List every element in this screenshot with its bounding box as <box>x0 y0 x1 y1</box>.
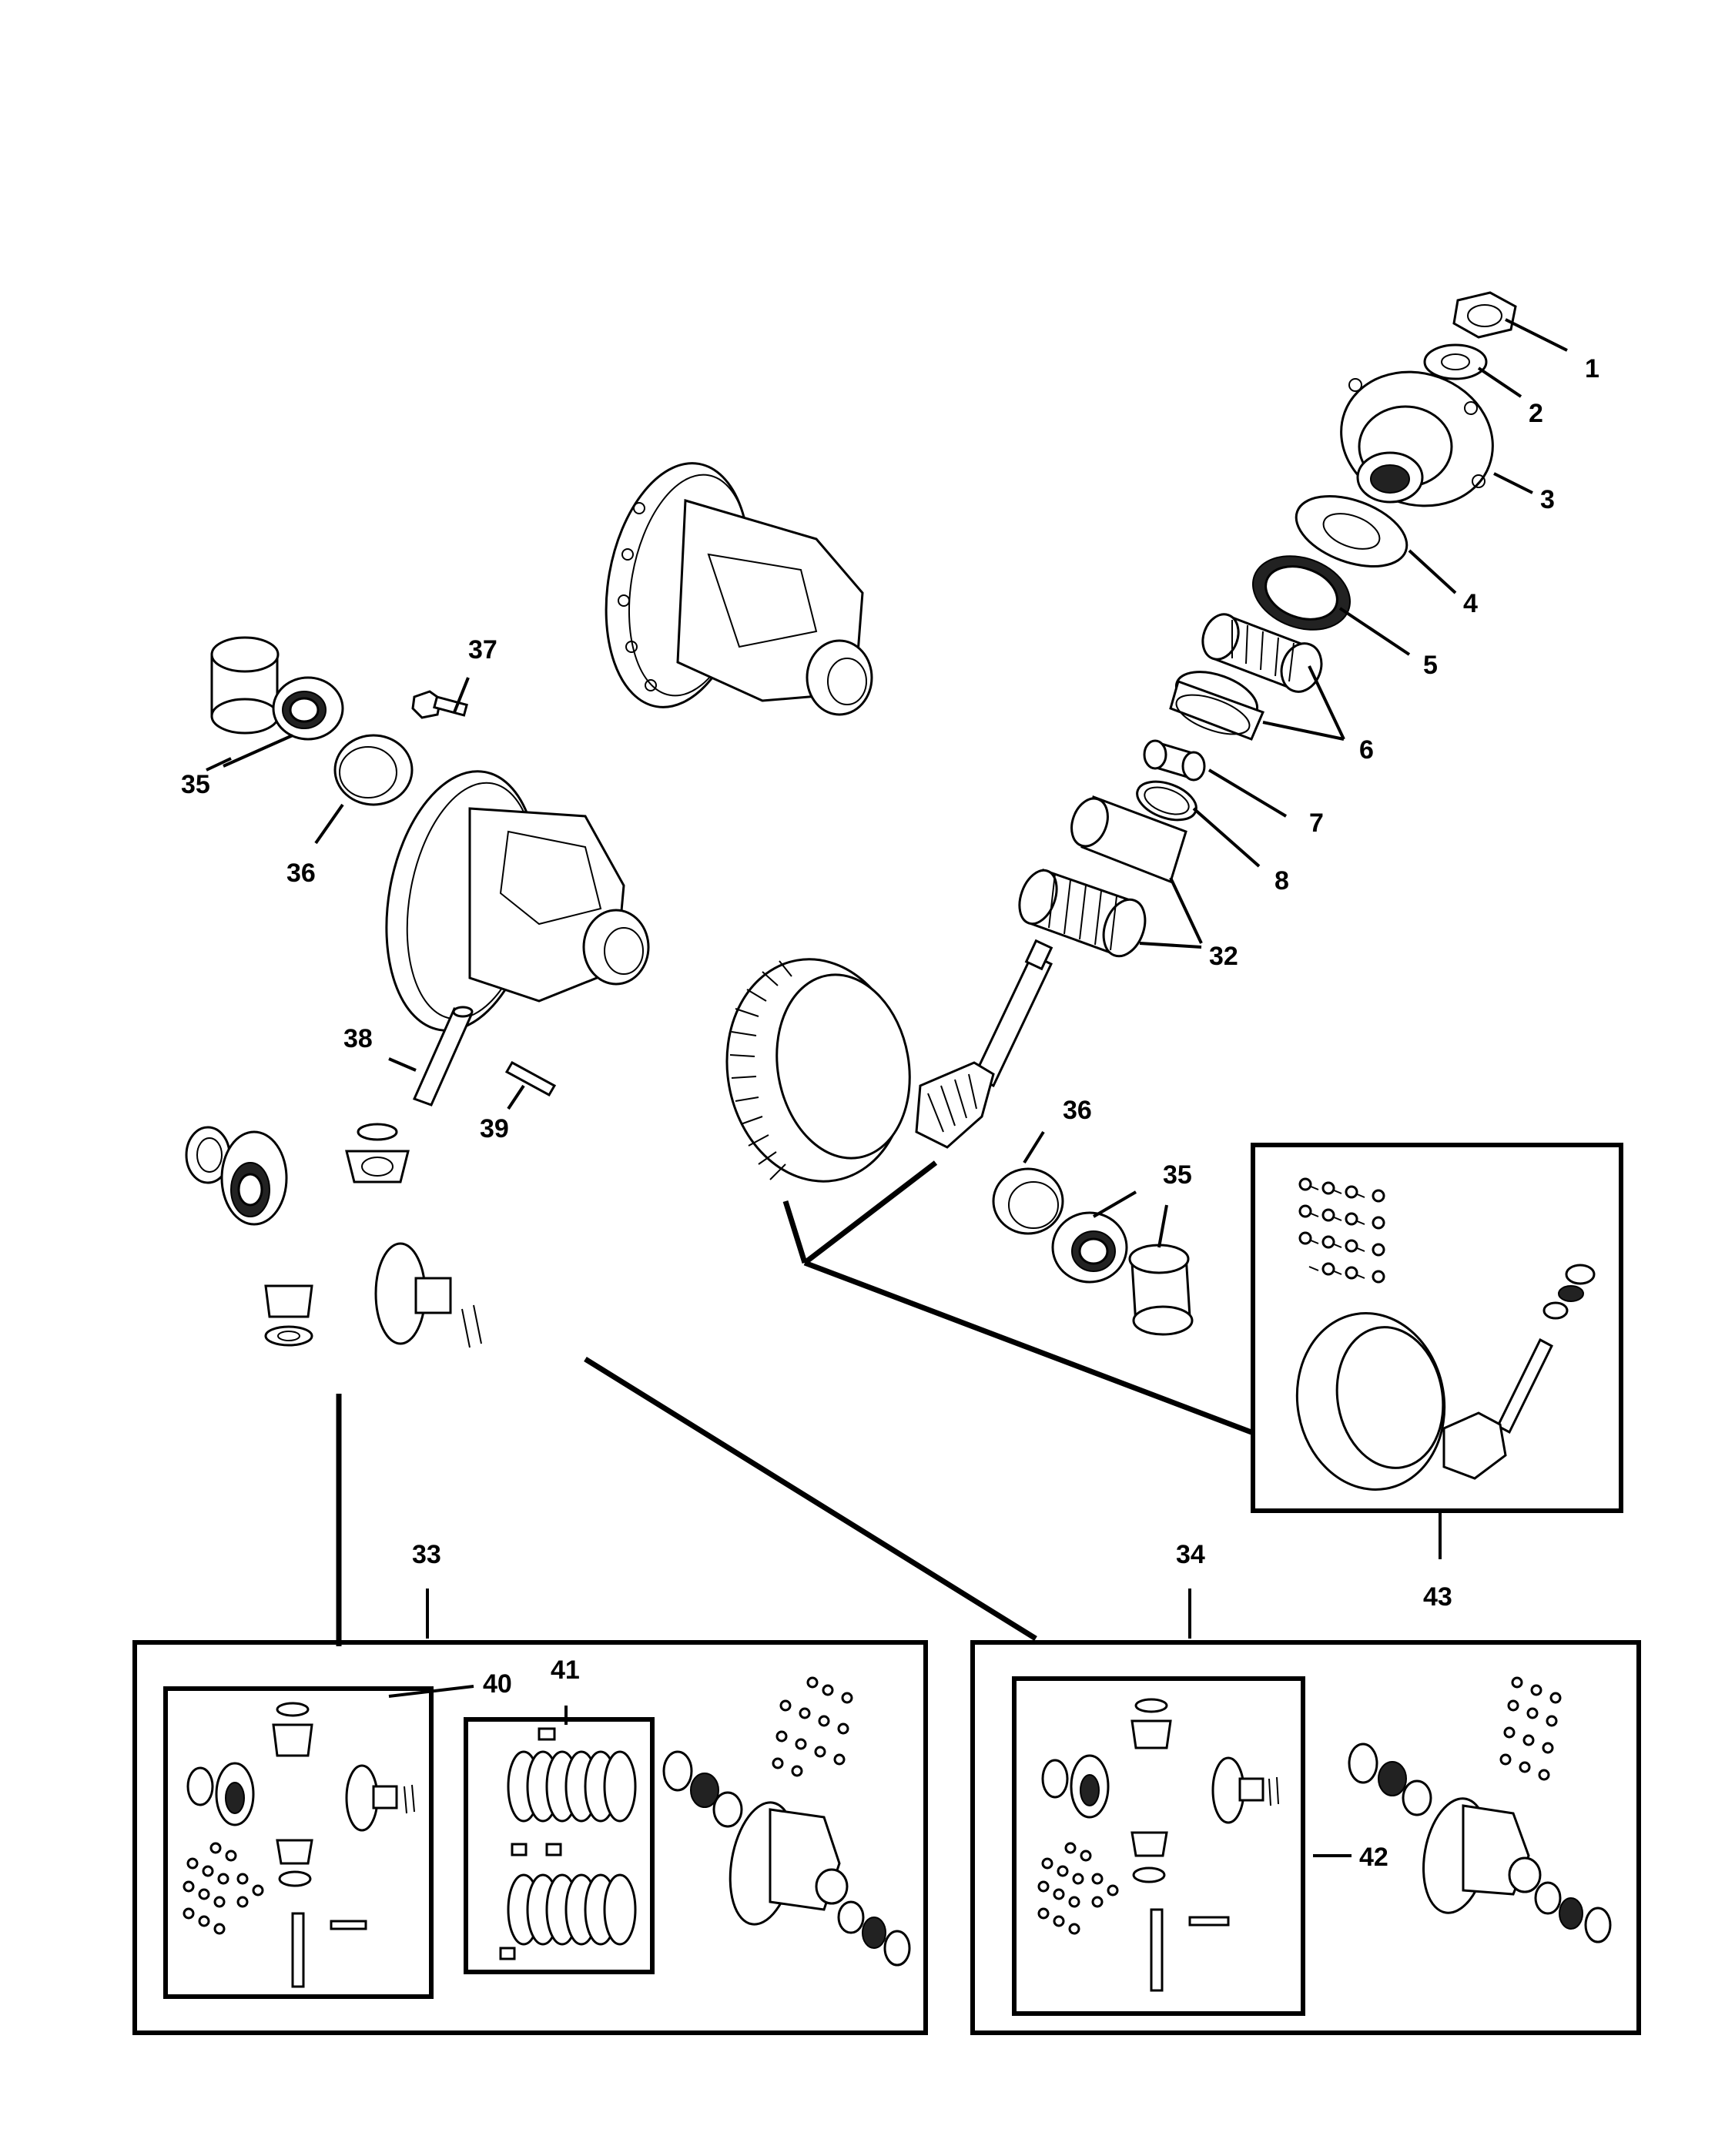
differential-case-standard <box>385 770 650 1032</box>
ring-gear-bolt <box>411 690 468 719</box>
callout-33: 33 <box>412 1540 441 1569</box>
dust-shield <box>1295 494 1408 568</box>
drive-pinion <box>915 939 1053 1149</box>
kit-33-bolts <box>772 1676 853 1777</box>
pinion-washer <box>1423 343 1488 380</box>
outer-bearing-cup <box>1169 671 1265 741</box>
kit-42-bolts <box>1037 1842 1119 1935</box>
callout-35-left: 35 <box>181 770 210 799</box>
pinion-seal <box>1252 555 1351 631</box>
callout-38: 38 <box>343 1024 373 1053</box>
callout-43: 43 <box>1423 1582 1452 1612</box>
side-gear-right <box>374 1242 482 1348</box>
callout-37: 37 <box>468 635 497 665</box>
callout-5: 5 <box>1423 651 1438 680</box>
collapsible-spacer <box>1143 739 1206 782</box>
ring-gear <box>725 958 911 1183</box>
callout-1: 1 <box>1585 354 1599 383</box>
bearing-cup-right <box>992 1167 1064 1235</box>
outer-pinion-bearing <box>1201 613 1323 693</box>
callout-41: 41 <box>551 1656 580 1685</box>
callout-6: 6 <box>1359 735 1374 765</box>
differential-bearing-left <box>272 676 344 741</box>
kit-box-33 <box>132 1640 928 2035</box>
lock-pin <box>504 1060 557 1097</box>
kit-34-bolts <box>1499 1676 1562 1781</box>
kit-41-clutch-plates <box>499 1727 637 1960</box>
callout-36-right: 36 <box>1063 1096 1092 1125</box>
differential-bearing-right <box>1051 1211 1128 1284</box>
kit-40-bolts <box>183 1842 264 1935</box>
kit-box-43 <box>1251 1143 1623 1513</box>
callout-35-right: 35 <box>1163 1160 1192 1190</box>
side-gear-left <box>220 1130 288 1226</box>
pinion-gear-lower <box>264 1284 313 1347</box>
pinion-nut <box>1452 291 1517 339</box>
callout-4: 4 <box>1463 589 1478 618</box>
inner-bearing-cup <box>1070 795 1187 883</box>
callout-2: 2 <box>1529 399 1543 428</box>
bearing-race-left <box>210 636 280 735</box>
callout-7: 7 <box>1309 808 1324 838</box>
kit-43-bolts <box>1298 1177 1385 1284</box>
callout-32: 32 <box>1209 942 1238 971</box>
callout-40: 40 <box>483 1669 512 1699</box>
callout-42: 42 <box>1359 1843 1388 1872</box>
pinion-shaft <box>412 1006 474 1106</box>
callout-8: 8 <box>1274 866 1289 896</box>
callout-39: 39 <box>480 1114 509 1143</box>
bearing-race-right <box>1128 1244 1194 1336</box>
bearing-cup-left <box>333 734 414 806</box>
callout-34: 34 <box>1176 1540 1205 1569</box>
pinion-gear-upper <box>345 1123 410 1183</box>
callout-36-left: 36 <box>286 859 316 888</box>
callout-3: 3 <box>1540 485 1555 514</box>
kit-box-34 <box>970 1640 1641 2035</box>
differential-case-locker <box>605 462 873 716</box>
inner-pinion-bearing <box>1018 869 1147 958</box>
pinion-yoke-flange <box>1340 370 1494 507</box>
